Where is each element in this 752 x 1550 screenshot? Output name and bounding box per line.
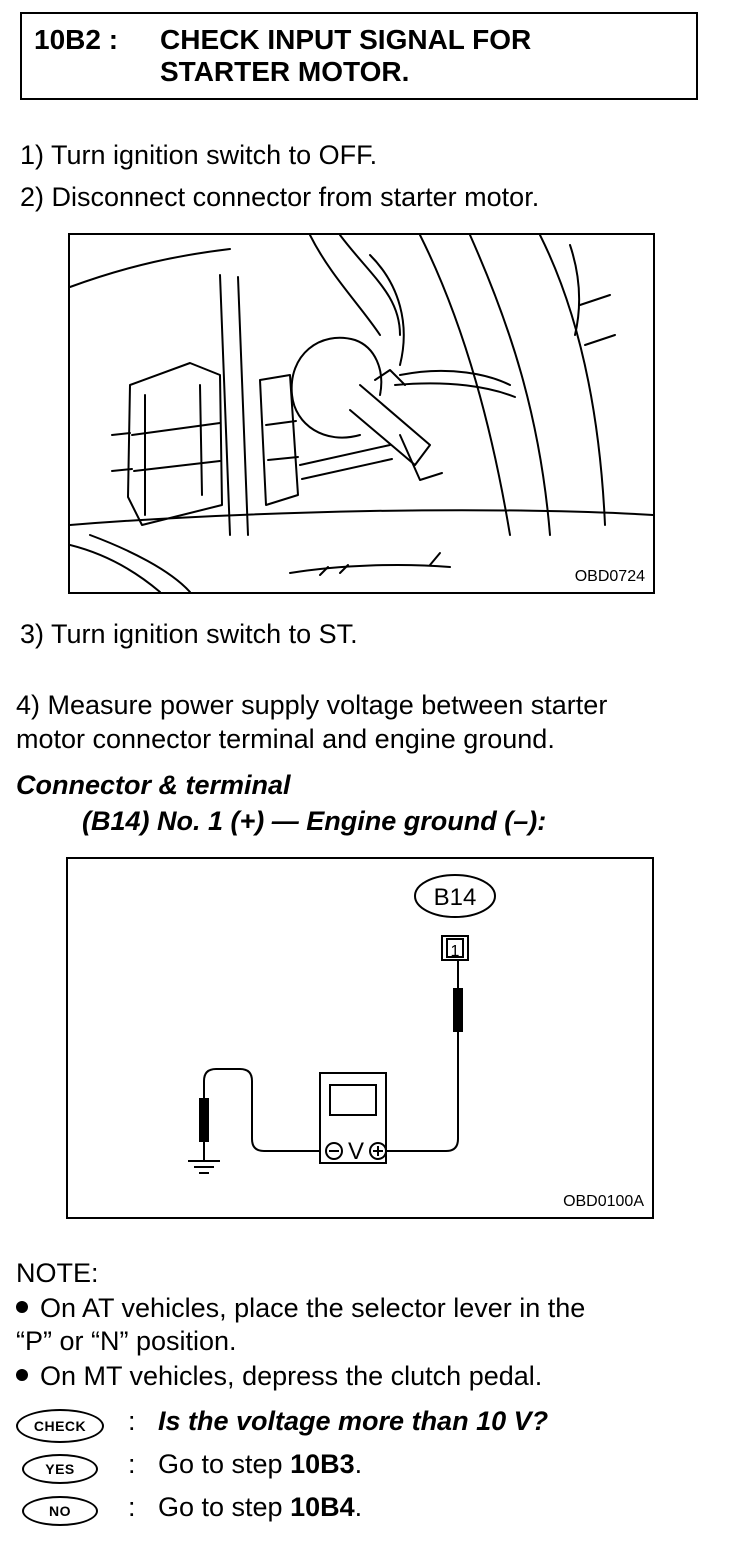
note-bullet-1: On AT vehicles, place the selector lever… bbox=[16, 1291, 585, 1325]
step-3: 3) Turn ignition switch to ST. bbox=[20, 619, 358, 649]
starter-motor-figure: OBD0724 bbox=[68, 233, 655, 594]
connector-heading: Connector & terminal bbox=[16, 770, 291, 800]
yes-target-step: 10B3 bbox=[290, 1449, 355, 1479]
bullet-icon bbox=[16, 1300, 28, 1313]
connector-pin-box bbox=[441, 935, 469, 961]
voltmeter-label: V bbox=[348, 1138, 364, 1165]
yes-answer: Go to step 10B3. bbox=[158, 1449, 363, 1479]
connector-b14-oval bbox=[414, 874, 496, 918]
yes-separator: : bbox=[128, 1449, 136, 1479]
no-target-step: 10B4 bbox=[290, 1492, 355, 1522]
negative-probe bbox=[199, 1098, 209, 1142]
step-title-line2: STARTER MOTOR. bbox=[160, 56, 410, 87]
voltmeter-display bbox=[329, 1084, 377, 1116]
no-separator: : bbox=[128, 1492, 136, 1522]
step-title-box: 10B2 : CHECK INPUT SIGNAL FOR STARTER MO… bbox=[20, 12, 698, 100]
bullet-icon bbox=[16, 1368, 28, 1381]
step-4-line2: motor connector terminal and engine grou… bbox=[16, 724, 555, 754]
starter-motor-illustration bbox=[70, 235, 653, 592]
yes-badge-icon: YES bbox=[22, 1454, 98, 1484]
step-1: 1) Turn ignition switch to OFF. bbox=[20, 140, 378, 170]
step-title-line1: CHECK INPUT SIGNAL FOR bbox=[160, 24, 532, 55]
connector-b14-label: B14 bbox=[434, 884, 477, 911]
no-answer: Go to step 10B4. bbox=[158, 1492, 363, 1522]
pin-number-label: 1 bbox=[451, 943, 460, 960]
check-badge-icon: CHECK bbox=[16, 1409, 104, 1443]
figure2-code: OBD0100A bbox=[563, 1193, 644, 1210]
step-2: 2) Disconnect connector from starter mot… bbox=[20, 182, 540, 212]
voltmeter-figure: B14 1 V OBD0100A bbox=[66, 857, 654, 1219]
positive-probe bbox=[453, 988, 463, 1032]
step-code: 10B2 : bbox=[34, 24, 119, 55]
step-title: CHECK INPUT SIGNAL FOR STARTER MOTOR. bbox=[160, 24, 660, 88]
figure1-code: OBD0724 bbox=[574, 568, 645, 585]
negative-terminal bbox=[325, 1142, 343, 1160]
step-4-line1: 4) Measure power supply voltage between … bbox=[16, 690, 608, 720]
note-heading: NOTE: bbox=[16, 1258, 99, 1288]
note-bullet-1-cont: “P” or “N” position. bbox=[16, 1326, 237, 1356]
positive-terminal bbox=[369, 1142, 387, 1160]
voltmeter-diagram: B14 1 V bbox=[188, 874, 496, 1174]
no-badge-icon: NO bbox=[22, 1496, 98, 1526]
note-bullet-2: On MT vehicles, depress the clutch pedal… bbox=[16, 1359, 542, 1393]
connector-spec: (B14) No. 1 (+) — Engine ground (–): bbox=[82, 806, 547, 836]
check-separator: : bbox=[128, 1406, 136, 1436]
check-question: Is the voltage more than 10 V? bbox=[158, 1406, 549, 1436]
voltmeter-body bbox=[319, 1072, 387, 1164]
